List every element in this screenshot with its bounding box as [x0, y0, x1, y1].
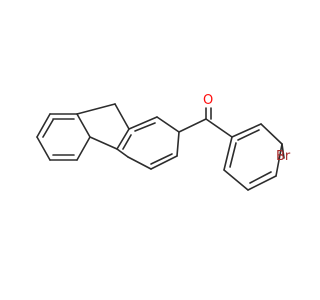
fluorene-right-benzene-ring [116, 116, 180, 170]
fluorene-five-membered-ring [76, 103, 130, 150]
bromophenyl-ring [223, 123, 285, 191]
bromine-atom-label: Br [276, 149, 291, 164]
oxygen-atom-label: O [203, 93, 213, 108]
molecule-structure-diagram: O Br [0, 0, 300, 300]
carbonyl-group [178, 107, 233, 138]
fluorene-left-benzene-ring [36, 113, 91, 161]
background [0, 0, 300, 300]
